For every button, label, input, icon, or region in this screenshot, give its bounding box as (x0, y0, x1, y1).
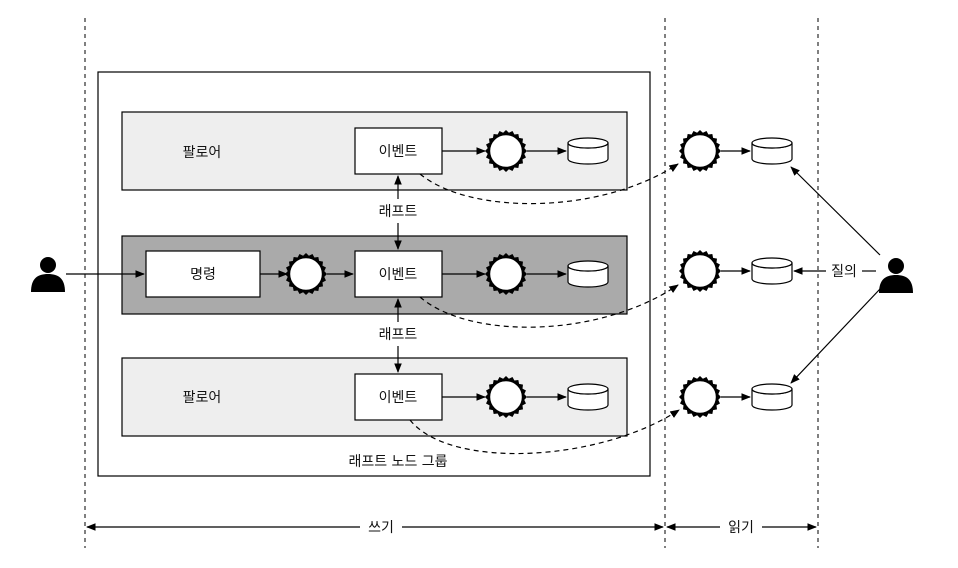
query-arrow-bottom (790, 288, 881, 384)
reader-person-icon (879, 258, 913, 293)
event-stream-bottom (409, 409, 680, 455)
command-box (145, 250, 261, 298)
read-processor-mid-icon (679, 250, 721, 292)
processor-follower-bottom-icon (485, 376, 527, 418)
store-leader-icon (567, 260, 609, 288)
event-label-mid: 이벤트 (379, 267, 418, 283)
event-label-top: 이벤트 (379, 144, 418, 160)
read-store-mid-icon (751, 257, 793, 285)
raft-label-top: 래프트 (379, 204, 418, 220)
follower-label-bottom: 팔로어 (183, 390, 222, 406)
write-section-label: 쓰기 (368, 520, 394, 536)
raft-group-caption: 래프트 노드 그룹 (348, 454, 447, 470)
read-store-top-icon (751, 137, 793, 165)
follower-label-top: 팔로어 (183, 145, 222, 161)
processor-leader-out-icon (485, 253, 527, 295)
event-box-top (354, 127, 443, 175)
query-arrow-top (790, 166, 881, 256)
writer-person-icon (31, 257, 65, 292)
raft-label-bottom-halo (369, 323, 427, 345)
processor-follower-top-icon (485, 130, 527, 172)
processor-leader-icon (285, 253, 327, 295)
read-store-bottom-icon (751, 383, 793, 411)
command-label: 명령 (190, 267, 216, 283)
raft-label-bottom: 래프트 (379, 327, 418, 343)
raft-label-top-halo (369, 200, 427, 222)
query-label: 질의 (831, 264, 857, 280)
store-follower-top-icon (567, 137, 609, 165)
read-section-label: 읽기 (728, 520, 754, 536)
read-processor-bottom-icon (679, 376, 721, 418)
store-follower-bottom-icon (567, 383, 609, 411)
read-processor-top-icon (679, 130, 721, 172)
event-label-bottom: 이벤트 (379, 390, 418, 406)
event-stream-mid (419, 284, 679, 328)
event-box-bottom (354, 373, 443, 421)
event-stream-top (419, 163, 679, 205)
